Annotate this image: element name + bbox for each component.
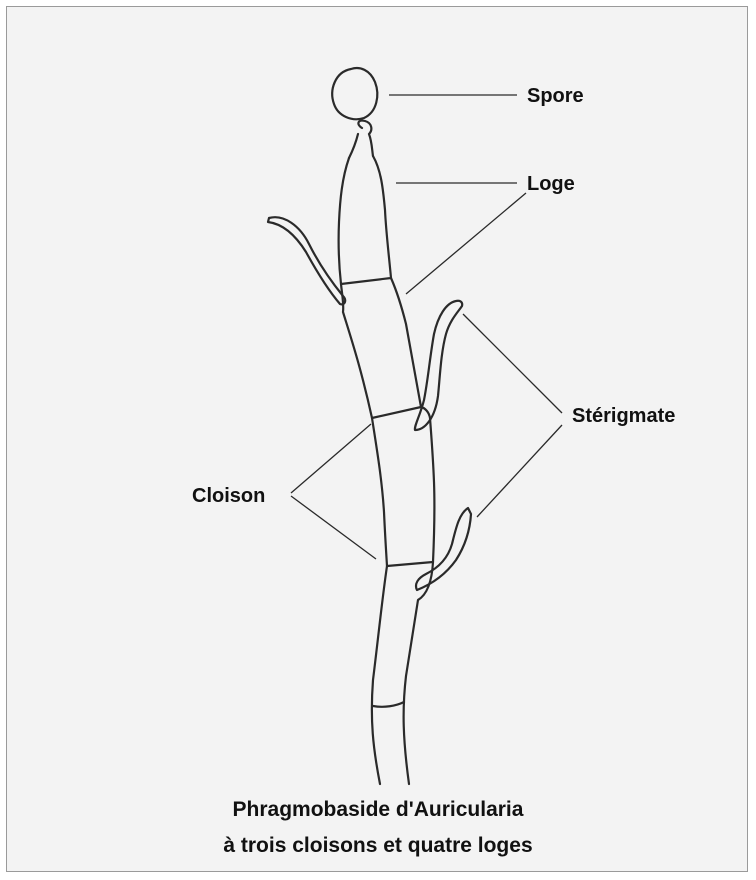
loge-1	[339, 156, 391, 284]
sterigmate-right-middle	[415, 301, 462, 430]
cloison-leader-1	[291, 424, 371, 493]
cloison-leader-2	[291, 496, 376, 559]
loge-3	[372, 407, 434, 566]
label-spore: Spore	[527, 85, 584, 107]
loge-2	[341, 278, 421, 418]
loge-leader-2	[406, 193, 526, 294]
spore-shape	[332, 68, 377, 119]
label-loge: Loge	[527, 173, 575, 195]
sterigmate-leader-2	[477, 425, 562, 517]
caption-line-1: Phragmobaside d'Auricularia	[233, 798, 524, 821]
spore-neck	[349, 121, 373, 158]
sterigmate-leader-1	[463, 314, 562, 413]
stalk-joint	[373, 702, 404, 707]
label-sterigmate: Stérigmate	[572, 405, 675, 427]
loge-4	[372, 562, 433, 784]
sterigmate-right-lower	[416, 508, 471, 590]
caption-line-2: à trois cloisons et quatre loges	[223, 834, 532, 857]
label-cloison: Cloison	[192, 485, 265, 507]
sterigmate-left	[268, 217, 345, 304]
